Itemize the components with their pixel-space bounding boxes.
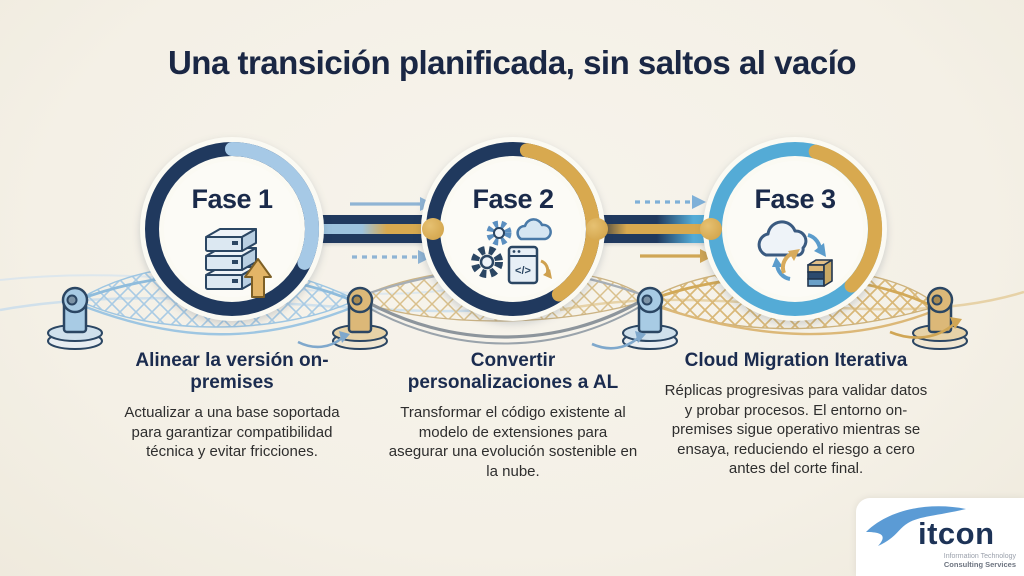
curve-arrow-blue-1 — [297, 331, 350, 349]
phase-1-description: Alinear la versión on-premises Actualiza… — [112, 350, 352, 462]
phase-3-label: Fase 3 — [754, 184, 836, 214]
convert-arrow — [540, 259, 552, 279]
pipe-connector-gold — [422, 218, 444, 240]
phase-2-description: Convertir personalizaciones a AL Transfo… — [388, 350, 638, 481]
upgrade-arrow — [244, 258, 272, 298]
flow-arrow-solid-gold — [640, 249, 714, 263]
gears-code-cloud-icon: </> — [471, 218, 552, 285]
cloud-shape — [757, 220, 808, 257]
phase-1-heading: Alinear la versión on-premises — [135, 350, 329, 394]
phase-3-circle: Fase 3 — [695, 129, 895, 329]
pipe-phase1-phase2 — [302, 215, 442, 243]
cloud-shape — [516, 218, 552, 241]
phase-3-body: Réplicas progresivas para validar datos … — [664, 382, 928, 478]
brand-tagline: Information Technology Consulting Servic… — [944, 553, 1016, 570]
phase-1-body: Actualizar a una base soportada para gar… — [124, 404, 340, 461]
flow-arrow-dashed-blue-1 — [352, 250, 432, 264]
cloud-sync-database-icon — [757, 220, 833, 287]
curve-arrow-gold — [889, 317, 962, 339]
curve-arrow-blue-2 — [591, 331, 646, 350]
gear-small-hub — [493, 227, 505, 239]
tagline-line-2: Consulting Services — [943, 560, 1016, 570]
flow-arrow-dashed-blue-2 — [635, 195, 706, 209]
gear-large — [471, 246, 503, 278]
sync-arrow-gold — [780, 249, 800, 274]
phase-2-body: Transformar el código existente al model… — [388, 404, 638, 480]
code-glyph: </> — [515, 265, 531, 277]
pipe-connector-gold — [700, 218, 722, 240]
phase-2-heading: Convertir personalizaciones a AL — [407, 350, 619, 394]
gear-large-hub — [479, 254, 495, 270]
phase-1-label: Fase 1 — [191, 184, 273, 214]
net-post-1 — [47, 286, 103, 350]
server-unit — [205, 228, 257, 252]
brand-name: itcon — [918, 516, 995, 551]
phase-3-heading: Cloud Migration Iterativa — [684, 350, 908, 371]
database-stack — [807, 259, 833, 287]
pipe-inner-flow — [310, 224, 434, 234]
phase-2-label: Fase 2 — [472, 184, 554, 214]
bird-swoosh-icon — [866, 506, 966, 546]
gear-small — [486, 220, 512, 246]
tagline-line-1: Information Technology — [943, 553, 1016, 560]
server-stack-upgrade-icon — [205, 228, 272, 298]
sync-arrow-blue-right — [807, 233, 826, 257]
itcon-logo: itcon Information Technology Consulting … — [856, 498, 1024, 576]
phase-1-circle: Fase 1 — [132, 129, 332, 329]
pipe-connector-gold — [586, 218, 608, 240]
sync-arrow-blue-left — [772, 257, 791, 281]
page-title: Una transición planificada, sin saltos a… — [167, 44, 857, 81]
pipe-inner-flow — [592, 224, 716, 234]
code-window: </> — [507, 245, 539, 285]
phase-3-description: Cloud Migration Iterativa Réplicas progr… — [660, 350, 932, 479]
